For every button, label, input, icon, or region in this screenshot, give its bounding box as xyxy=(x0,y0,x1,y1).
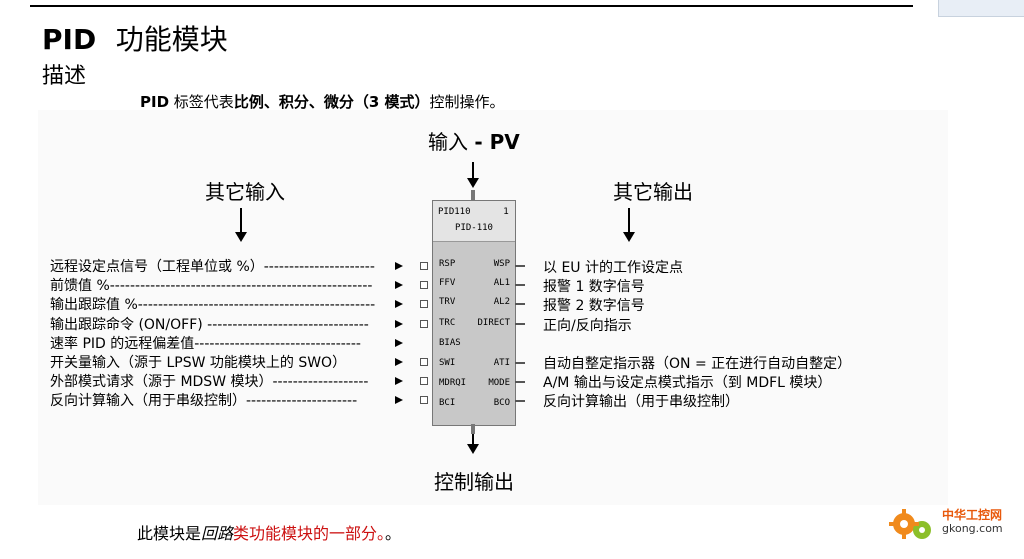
footer-text: 此模块是回路类功能模块的一部分。。 xyxy=(137,520,401,544)
block-id: PID110 xyxy=(438,207,471,217)
output-al2-label: 报警 2 数字信号 xyxy=(543,298,645,314)
pin-trc: TRC xyxy=(439,318,456,328)
title-rest: 功能模块 xyxy=(115,23,228,56)
output-al1-label: 报警 1 数字信号 xyxy=(543,279,645,295)
pin-al2: AL2 xyxy=(493,297,510,307)
pin-bco: BCO xyxy=(493,398,510,408)
input-rsp-label: 远程设定点信号（工程单位或 %）---------------------- xyxy=(50,259,375,275)
footer-italic: 回路 xyxy=(201,524,234,543)
output-mode-label: A/M 输出与设定点模式指示（到 MDFL 模块） xyxy=(543,375,832,391)
input-port xyxy=(420,320,428,328)
intro-part3: 3 xyxy=(368,93,380,111)
output-port xyxy=(515,303,525,305)
intro-part5: 控制操作。 xyxy=(429,93,505,111)
intro-bold: PID xyxy=(140,93,170,111)
pin-al1: AL1 xyxy=(493,278,510,288)
other-inputs-arrow-icon xyxy=(235,208,247,242)
output-ati-label: 自动自整定指示器（ON = 正在进行自动自整定） xyxy=(543,356,852,372)
output-port xyxy=(515,265,525,267)
pv-connector xyxy=(471,190,475,201)
control-output-arrow-icon xyxy=(467,434,479,454)
footer-red: 类功能模块的一部分。 xyxy=(233,524,386,543)
footer-part2: 。 xyxy=(385,524,402,543)
watermark-url: gkong.com xyxy=(942,522,1003,535)
input-bias-label: 速率 PID 的远程偏差值---------------------------… xyxy=(50,336,361,352)
output-port xyxy=(515,284,525,286)
output-port xyxy=(515,323,525,325)
output-wsp-label: 以 EU 计的工作设定点 xyxy=(543,260,683,276)
pv-arrow-icon xyxy=(467,162,479,188)
output-port xyxy=(515,400,525,402)
output-port xyxy=(515,381,525,383)
pin-mdrqi: MDRQI xyxy=(439,378,467,388)
pv-label-bold: - PV xyxy=(474,130,520,154)
intro-part4: 模式） xyxy=(379,93,430,111)
block-header: PID110 1 PID-110 xyxy=(433,201,515,242)
input-arrow-icon xyxy=(395,339,403,347)
block-number: 1 xyxy=(503,207,509,217)
other-inputs-label: 其它输入 xyxy=(205,180,285,204)
pin-wsp: WSP xyxy=(493,259,510,269)
input-port xyxy=(420,281,428,289)
input-port xyxy=(420,377,428,385)
input-arrow-icon xyxy=(395,281,403,289)
watermark-name: 中华工控网 xyxy=(942,508,1003,522)
input-swi-label: 开关量输入（源于 LPSW 功能模块上的 SWO） xyxy=(50,355,347,371)
other-outputs-label: 其它输出 xyxy=(613,180,693,204)
pv-label: 输入 - PV xyxy=(428,126,520,155)
input-arrow-icon xyxy=(395,358,403,366)
input-arrow-icon xyxy=(395,377,403,385)
pin-trv: TRV xyxy=(439,297,456,307)
control-output-label: 控制输出 xyxy=(434,470,514,494)
pv-label-prefix: 输入 xyxy=(428,130,475,154)
input-bci-label: 反向计算输入（用于串级控制）---------------------- xyxy=(50,393,358,409)
pin-bci: BCI xyxy=(439,398,456,408)
title-bold: PID xyxy=(42,23,97,56)
input-arrow-icon xyxy=(395,396,403,404)
output-connector xyxy=(471,424,475,434)
input-arrow-icon xyxy=(395,300,403,308)
pin-mode: MODE xyxy=(488,378,510,388)
input-mdrqi-label: 外部模式请求（源于 MDSW 模块）------------------- xyxy=(50,374,369,390)
output-port xyxy=(515,362,525,364)
top-rule xyxy=(30,5,913,7)
input-ffv-label: 前馈值 %-----------------------------------… xyxy=(50,278,373,294)
gear-icon xyxy=(889,509,931,539)
intro-part2: 比例、积分、微分（ xyxy=(233,93,369,111)
corner-tab xyxy=(938,0,1024,17)
watermark-logo: 中华工控网 gkong.com xyxy=(886,500,1016,552)
pin-rsp: RSP xyxy=(439,259,456,269)
input-trc-label: 输出跟踪命令 (ON/OFF) ------------------------… xyxy=(50,317,369,333)
other-outputs-arrow-icon xyxy=(623,208,635,242)
pid-block: PID110 1 PID-110 RSP FFV TRV TRC BIAS SW… xyxy=(432,200,516,426)
output-bco-label: 反向计算输出（用于串级控制） xyxy=(543,394,739,410)
input-port xyxy=(420,396,428,404)
pin-ati: ATI xyxy=(493,358,510,368)
input-trv-label: 输出跟踪值 %---------------------------------… xyxy=(50,297,376,313)
input-port xyxy=(420,262,428,270)
pin-direct: DIRECT xyxy=(477,318,510,328)
intro-text: PID 标签代表比例、积分、微分（3 模式）控制操作。 xyxy=(140,91,505,112)
pin-bias: BIAS xyxy=(439,338,461,348)
section-title: 描述 xyxy=(42,64,87,89)
intro-part1: 标签代表 xyxy=(169,93,234,111)
page-title: PID 功能模块 xyxy=(42,18,228,58)
input-port xyxy=(420,300,428,308)
footer-part1: 此模块是 xyxy=(137,524,202,543)
block-tag: PID-110 xyxy=(455,223,493,233)
output-direct-label: 正向/反向指示 xyxy=(543,318,632,334)
pin-swi: SWI xyxy=(439,358,456,368)
input-arrow-icon xyxy=(395,262,403,270)
pin-ffv: FFV xyxy=(439,278,456,288)
input-arrow-icon xyxy=(395,320,403,328)
input-port xyxy=(420,358,428,366)
